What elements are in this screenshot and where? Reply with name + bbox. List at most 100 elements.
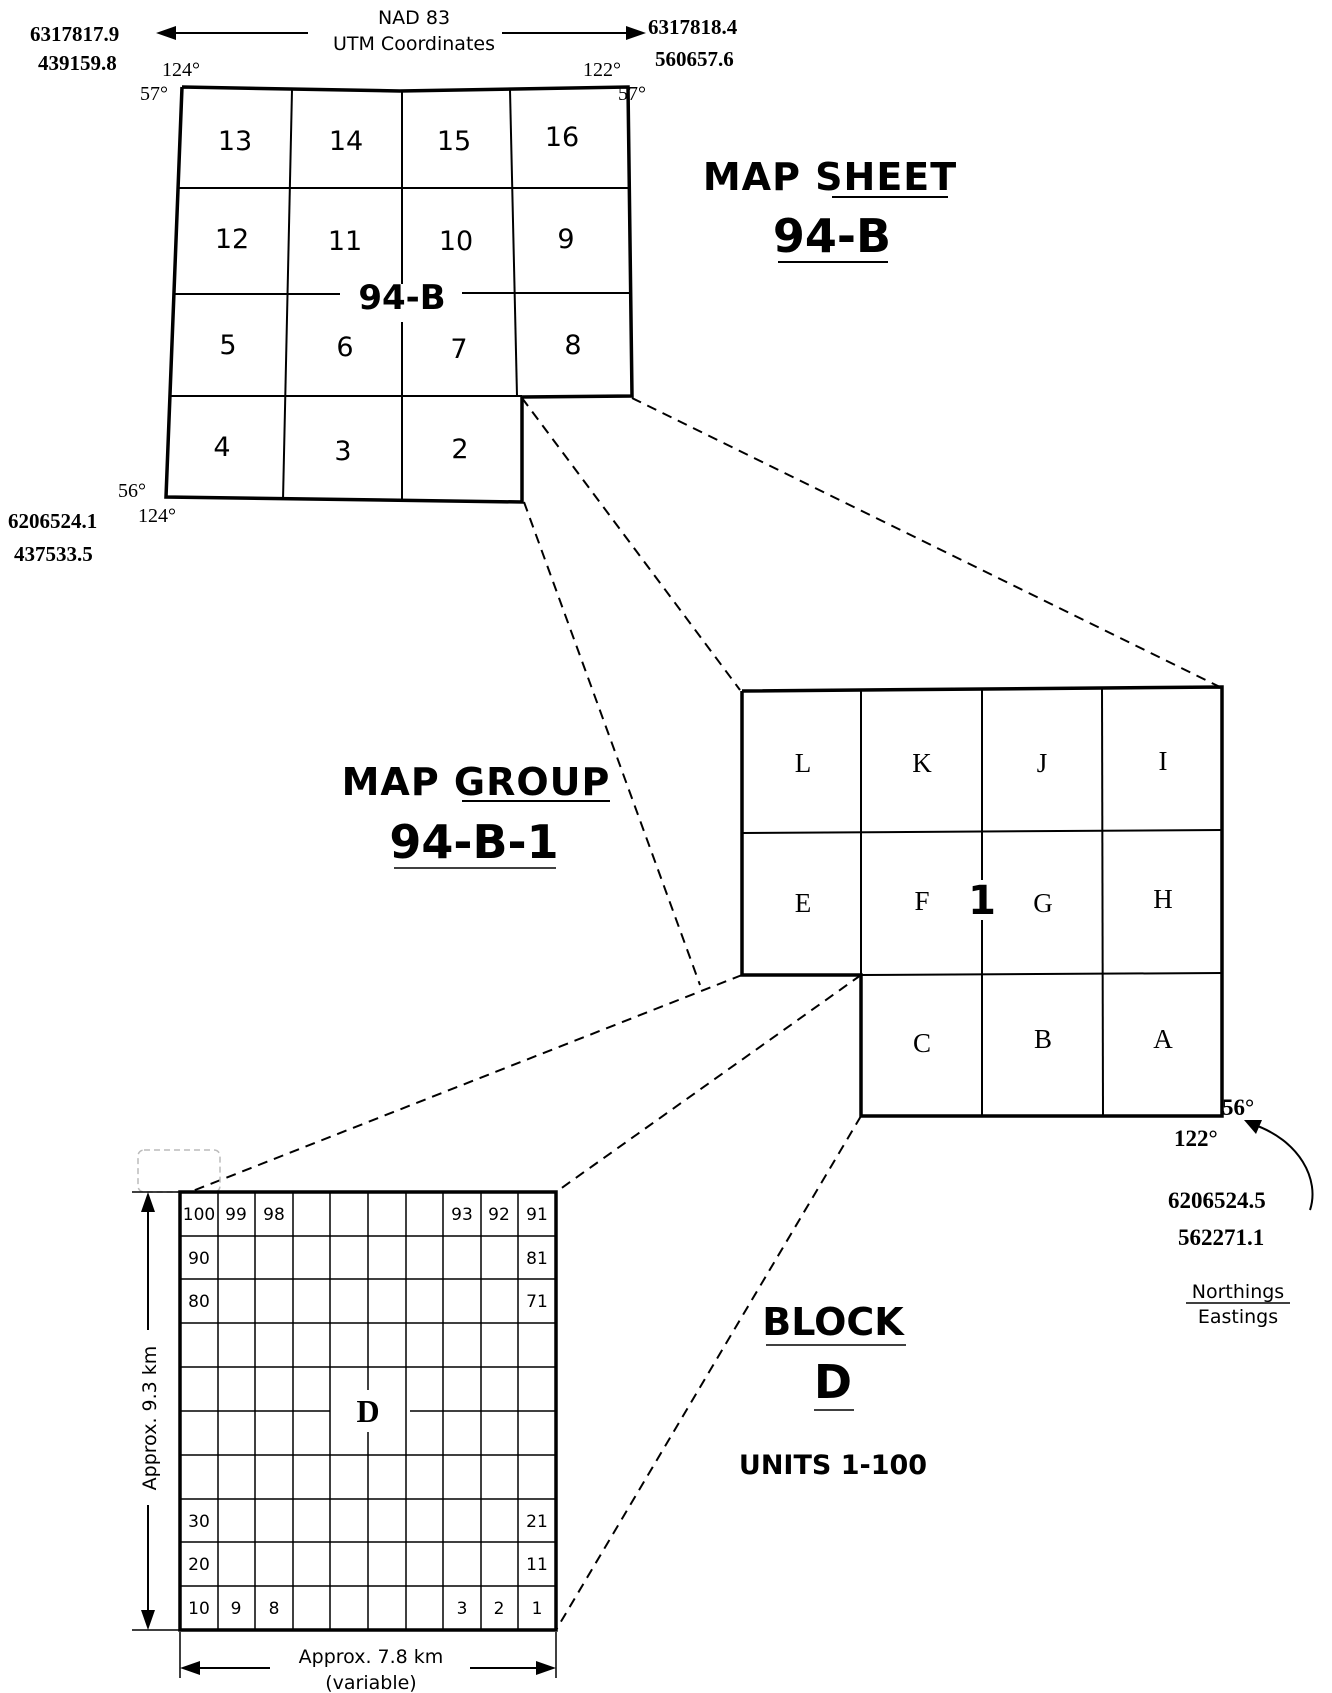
map-sheet-cell: 2 — [451, 434, 468, 465]
map-group-cell: G — [1033, 888, 1053, 918]
block-unit: 30 — [188, 1512, 210, 1532]
connector-sheet-right — [631, 397, 1223, 689]
map-sheet-cell: 13 — [218, 126, 252, 157]
legend-northings: Northings — [1192, 1281, 1284, 1303]
block-height-label: Approx. 9.3 km — [139, 1346, 161, 1491]
block-unit: 100 — [183, 1205, 215, 1225]
block-width-label: Approx. 7.8 km — [299, 1646, 444, 1668]
map-group-cell: E — [795, 888, 812, 918]
map-group-col-line-3 — [1101, 687, 1104, 1117]
map-group-title: MAP GROUP — [342, 760, 611, 804]
map-sheet-cell: 3 — [334, 436, 351, 467]
bottom-left-northing: 6206524.1 — [8, 509, 97, 533]
block-unit: 91 — [526, 1205, 548, 1225]
map-sheet-cells: 13 14 15 16 12 11 10 9 5 6 7 8 4 3 2 — [213, 122, 581, 467]
block-unit: 81 — [526, 1249, 548, 1269]
map-group-cell: K — [912, 748, 932, 778]
bottom-right-northing: 6206524.5 — [1168, 1188, 1266, 1213]
map-group-cell: H — [1153, 884, 1173, 914]
block-units: 100 99 98 93 92 91 90 80 30 20 81 71 21 … — [183, 1205, 548, 1619]
map-sheet-cell: 16 — [545, 122, 579, 153]
lon-124-top: 124° — [162, 59, 200, 81]
lon-122-bottom: 122° — [1174, 1126, 1218, 1151]
connector-group-right — [555, 1115, 862, 1631]
block-unit: 93 — [451, 1205, 473, 1225]
lat-56-right: 56° — [1222, 1095, 1254, 1120]
bottom-right-easting: 562271.1 — [1178, 1225, 1264, 1250]
connector-lines-group — [189, 974, 862, 1631]
map-sheet-grid — [164, 85, 634, 504]
map-group-cells: L K J I E F G H C B A — [795, 746, 1174, 1058]
faint-sketch-mark — [137, 1149, 221, 1193]
block-unit: 8 — [269, 1599, 280, 1619]
map-group-cell: L — [795, 748, 812, 778]
map-sheet-cell: 14 — [329, 126, 363, 157]
block-col-lines — [217, 1192, 519, 1630]
map-group-cell: C — [913, 1028, 931, 1058]
map-sheet-center-label: 94-B — [358, 278, 445, 318]
map-sheet-title: MAP SHEET — [703, 155, 957, 199]
legend-eastings: Eastings — [1198, 1306, 1278, 1328]
map-group-cell: J — [1037, 748, 1048, 778]
block-unit: 92 — [488, 1205, 510, 1225]
utm-header: NAD 83 UTM Coordinates — [156, 7, 646, 55]
header-arrowhead-left — [156, 26, 176, 40]
block-unit: 2 — [494, 1599, 505, 1619]
lat-57-left: 57° — [140, 83, 168, 105]
map-sheet-outline — [164, 85, 634, 504]
map-sheet-col-line-3 — [509, 89, 518, 397]
map-group-cell: F — [914, 886, 929, 916]
connector-group-left — [189, 974, 743, 1193]
block-unit: 9 — [231, 1599, 242, 1619]
map-sheet-cell: 8 — [564, 330, 581, 361]
block-units-label: UNITS 1-100 — [739, 1450, 927, 1481]
lon-122-top: 122° — [583, 59, 621, 81]
block-width-dimension: Approx. 7.8 km (variable) — [179, 1632, 557, 1693]
block-unit: 71 — [526, 1292, 548, 1312]
top-left-northing: 6317817.9 — [30, 22, 119, 46]
block-center-label: D — [356, 1393, 379, 1429]
block-code: D — [814, 1355, 852, 1409]
width-arrowhead-left — [180, 1661, 200, 1675]
corner-pointer-arrow — [1251, 1123, 1314, 1211]
block-unit: 99 — [225, 1205, 247, 1225]
connector-sheet-left — [523, 501, 701, 986]
header-arrowhead-right — [626, 26, 646, 40]
block-unit: 98 — [263, 1205, 285, 1225]
block-unit: 11 — [526, 1555, 548, 1575]
datum-sublabel: UTM Coordinates — [333, 33, 495, 55]
height-arrowhead-bottom — [141, 1610, 155, 1630]
block-unit: 90 — [188, 1249, 210, 1269]
map-sheet-cell: 10 — [439, 226, 473, 257]
lon-124-bottom: 124° — [138, 505, 176, 527]
map-sheet-cell: 4 — [213, 432, 230, 463]
block-unit: 3 — [457, 1599, 468, 1619]
connector-lines-sheet — [521, 397, 1223, 986]
block-height-dimension: Approx. 9.3 km — [132, 1191, 180, 1631]
connector-sheet-mid — [521, 397, 741, 691]
top-right-northing: 6317818.4 — [648, 15, 738, 39]
map-sheet-cell: 12 — [215, 224, 249, 255]
map-group-code: 94-B-1 — [389, 815, 558, 869]
map-group-cell: B — [1034, 1024, 1052, 1054]
block-grid — [178, 1190, 558, 1632]
lat-56-left: 56° — [118, 480, 146, 502]
top-right-easting: 560657.6 — [655, 47, 734, 71]
map-sheet-cell: 6 — [336, 332, 353, 363]
corner-pointer-arrowhead — [1244, 1120, 1262, 1134]
map-sheet-cell: 9 — [557, 224, 574, 255]
width-arrowhead-right — [536, 1661, 556, 1675]
map-group-center-label: 1 — [968, 878, 996, 924]
map-group-cell: A — [1153, 1024, 1173, 1054]
block-unit: 80 — [188, 1292, 210, 1312]
block-unit: 10 — [188, 1599, 210, 1619]
map-sheet-cell: 15 — [437, 126, 471, 157]
block-width-note: (variable) — [325, 1672, 416, 1693]
map-group-cell: I — [1159, 746, 1168, 776]
map-sheet-code: 94-B — [773, 209, 891, 263]
map-sheet-col-line-1 — [282, 89, 293, 501]
block-unit: 21 — [526, 1512, 548, 1532]
block-unit: 20 — [188, 1555, 210, 1575]
block-title: BLOCK — [762, 1300, 905, 1344]
